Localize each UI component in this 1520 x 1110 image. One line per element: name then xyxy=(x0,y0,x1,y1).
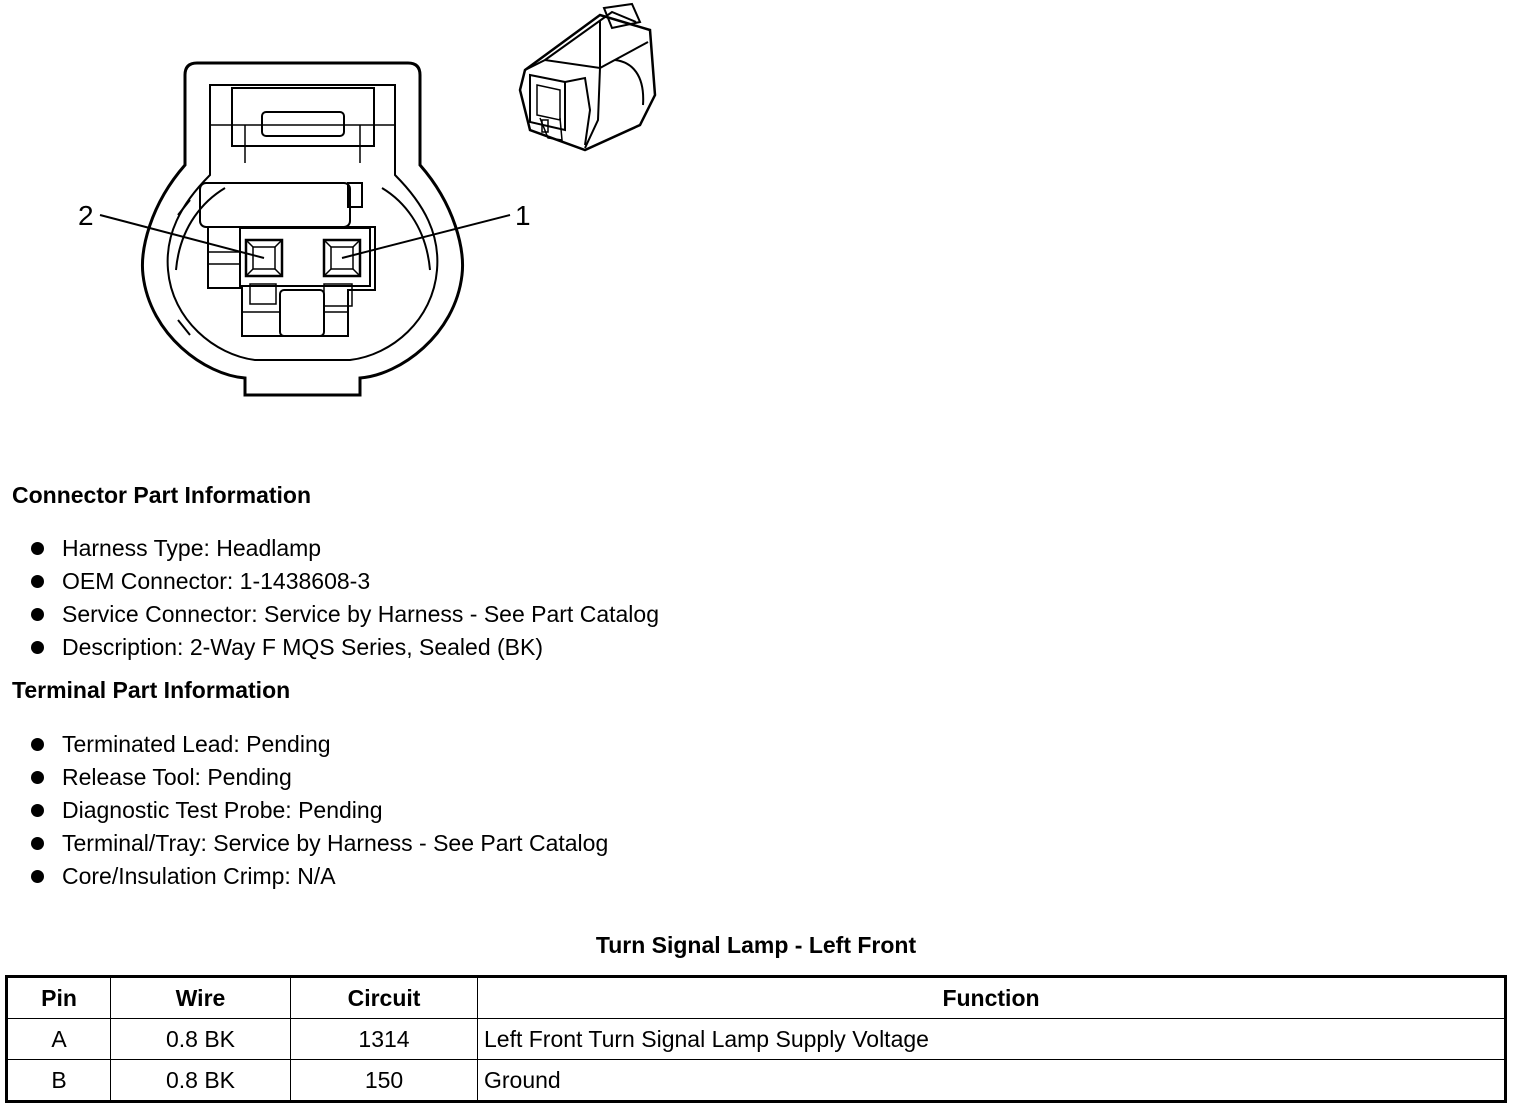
list-item: Terminal/Tray: Service by Harness - See … xyxy=(28,827,608,860)
header-function: Function xyxy=(477,976,1506,1019)
pin-cell: B xyxy=(6,1059,111,1102)
pin-2-leader xyxy=(99,214,265,259)
list-item: Service Connector: Service by Harness - … xyxy=(28,598,659,631)
list-item: Release Tool: Pending xyxy=(28,761,608,794)
wire-cell: 0.8 BK xyxy=(110,1018,291,1060)
wire-cell: 0.8 BK xyxy=(110,1059,291,1102)
pin-1-label: 1 xyxy=(515,200,531,231)
connector-isometric-view xyxy=(518,2,657,152)
list-item: Description: 2-Way F MQS Series, Sealed … xyxy=(28,631,659,664)
connector-info-title: Connector Part Information xyxy=(12,482,312,508)
bullet-icon xyxy=(31,870,44,883)
header-wire: Wire xyxy=(110,976,291,1019)
bullet-icon xyxy=(31,542,44,555)
header-circuit: Circuit xyxy=(290,976,478,1019)
connector-info-list: Harness Type: Headlamp OEM Connector: 1-… xyxy=(28,532,659,664)
pin-1-leader xyxy=(341,214,511,259)
table-row: B 0.8 BK 150 Ground xyxy=(6,1059,1506,1102)
pin-cell: A xyxy=(6,1018,111,1060)
bullet-icon xyxy=(31,575,44,588)
bullet-icon xyxy=(31,641,44,654)
function-cell: Left Front Turn Signal Lamp Supply Volta… xyxy=(477,1018,1506,1060)
connector-diagram: 2 1 xyxy=(78,2,657,397)
pin-table-caption: Turn Signal Lamp - Left Front xyxy=(595,932,917,958)
list-item: Harness Type: Headlamp xyxy=(28,532,659,565)
list-item: Diagnostic Test Probe: Pending xyxy=(28,794,608,827)
list-item: Core/Insulation Crimp: N/A xyxy=(28,860,608,893)
header-pin: Pin xyxy=(6,976,111,1019)
list-item: OEM Connector: 1-1438608-3 xyxy=(28,565,659,598)
circuit-cell: 150 xyxy=(290,1059,478,1102)
table-header-row: Pin Wire Circuit Function xyxy=(6,976,1506,1019)
terminal-info-title: Terminal Part Information xyxy=(12,677,291,703)
table-row: A 0.8 BK 1314 Left Front Turn Signal Lam… xyxy=(6,1018,1506,1060)
bullet-icon xyxy=(31,608,44,621)
bullet-icon xyxy=(31,837,44,850)
bullet-icon xyxy=(31,771,44,784)
terminal-info-list: Terminated Lead: Pending Release Tool: P… xyxy=(28,728,608,893)
connector-face-view xyxy=(141,61,464,397)
list-item: Terminated Lead: Pending xyxy=(28,728,608,761)
bullet-icon xyxy=(31,738,44,751)
circuit-cell: 1314 xyxy=(290,1018,478,1060)
bullet-icon xyxy=(31,804,44,817)
pin-2-label: 2 xyxy=(78,200,94,231)
function-cell: Ground xyxy=(477,1059,1506,1102)
pin-table: Pin Wire Circuit Function A 0.8 BK 1314 … xyxy=(5,975,1507,1103)
